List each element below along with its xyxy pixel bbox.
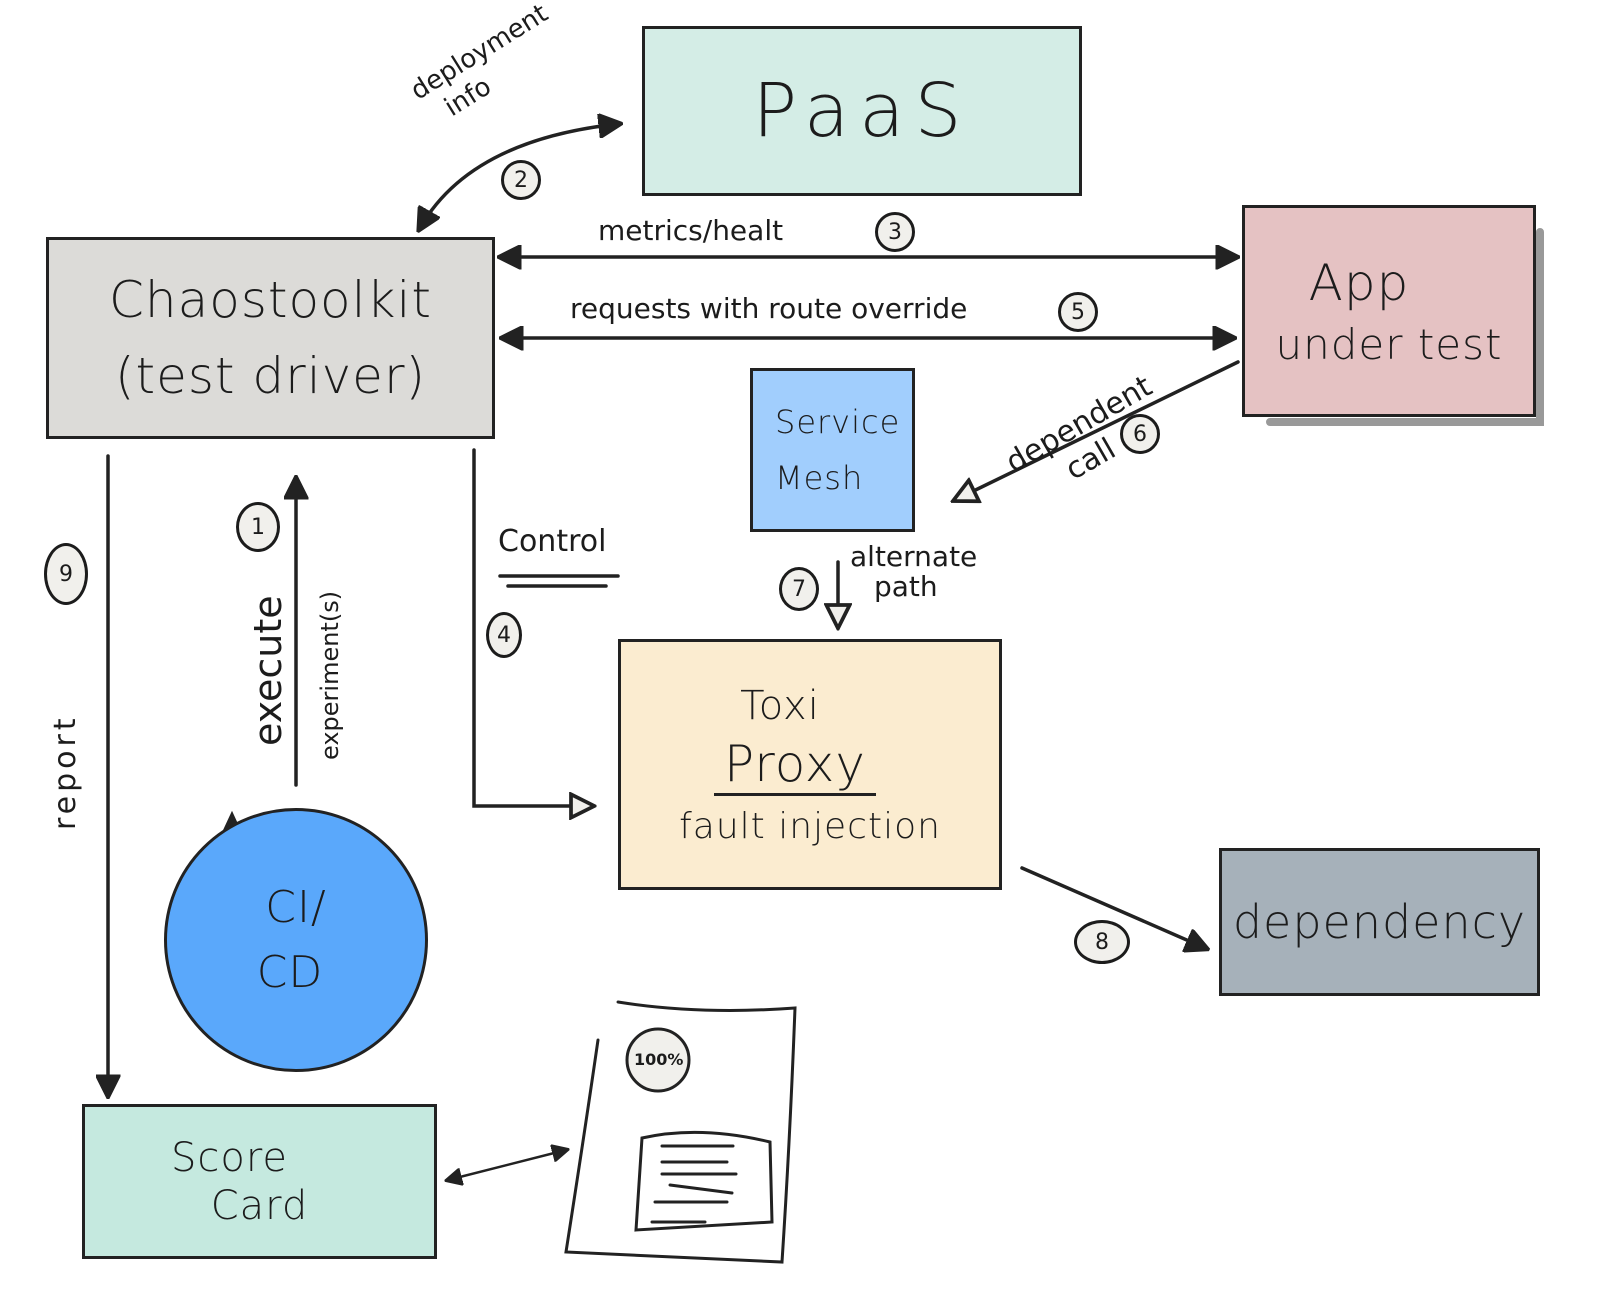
service-mesh-line2: Mesh bbox=[775, 459, 864, 497]
step-badge-6: 6 bbox=[1120, 414, 1160, 454]
step-badge-2: 2 bbox=[501, 160, 541, 200]
dependency-box: dependency bbox=[1219, 848, 1540, 996]
report-score-label: 100% bbox=[634, 1050, 684, 1069]
toxiproxy-line2: Proxy bbox=[714, 735, 876, 796]
ci-cd-node: CI/ CD bbox=[164, 808, 428, 1072]
service-mesh-line1: Service bbox=[775, 403, 901, 441]
requests-route-override-label: requests with route override bbox=[570, 292, 968, 325]
execute-label: execute bbox=[246, 595, 290, 746]
ci-cd-line1: CI/ bbox=[265, 882, 327, 933]
step-badge-1: 1 bbox=[236, 502, 280, 552]
control-label: Control bbox=[498, 524, 607, 559]
chaostoolkit-box: Chaostoolkit (test driver) bbox=[46, 237, 495, 439]
scorecard-line1: Score bbox=[170, 1134, 289, 1181]
step-badge-8: 8 bbox=[1074, 920, 1130, 964]
ci-cd-line2: CD bbox=[256, 947, 324, 998]
deployment-info-label: deployment info bbox=[405, 0, 571, 134]
app-subtitle: under test bbox=[1275, 319, 1503, 369]
alternate-path-label: alternate path bbox=[850, 542, 977, 602]
app-under-test-box: App under test bbox=[1242, 205, 1536, 417]
toxiproxy-line1: Toxi bbox=[740, 682, 820, 729]
service-mesh-box: Service Mesh bbox=[750, 368, 915, 532]
step-badge-3: 3 bbox=[875, 212, 915, 252]
metrics-health-label: metrics/healt bbox=[598, 214, 784, 247]
paas-box: PaaS bbox=[642, 26, 1082, 196]
toxiproxy-box: Toxi Proxy fault injection bbox=[618, 639, 1002, 890]
step-badge-5: 5 bbox=[1058, 292, 1098, 332]
scorecard-line2: Card bbox=[210, 1182, 309, 1229]
alternate-path-line2: path bbox=[874, 570, 938, 603]
report-label: report bbox=[48, 714, 83, 830]
experiments-label: experiment(s) bbox=[316, 590, 344, 760]
step-badge-9: 9 bbox=[44, 543, 88, 605]
toxiproxy-line3: fault injection bbox=[679, 805, 941, 847]
step-badge-4: 4 bbox=[486, 612, 522, 658]
chaostoolkit-subtitle: (test driver) bbox=[114, 347, 427, 405]
chaostoolkit-title: Chaostoolkit bbox=[108, 271, 432, 329]
report-document-icon bbox=[564, 1000, 797, 1264]
scorecard-box: Score Card bbox=[82, 1104, 437, 1259]
app-title: App bbox=[1308, 253, 1410, 312]
alternate-path-line1: alternate bbox=[850, 540, 978, 573]
paas-label: PaaS bbox=[752, 68, 972, 154]
dependency-label: dependency bbox=[1232, 895, 1527, 949]
step-badge-7: 7 bbox=[779, 567, 819, 611]
edge-scorecard-document bbox=[448, 1150, 566, 1180]
